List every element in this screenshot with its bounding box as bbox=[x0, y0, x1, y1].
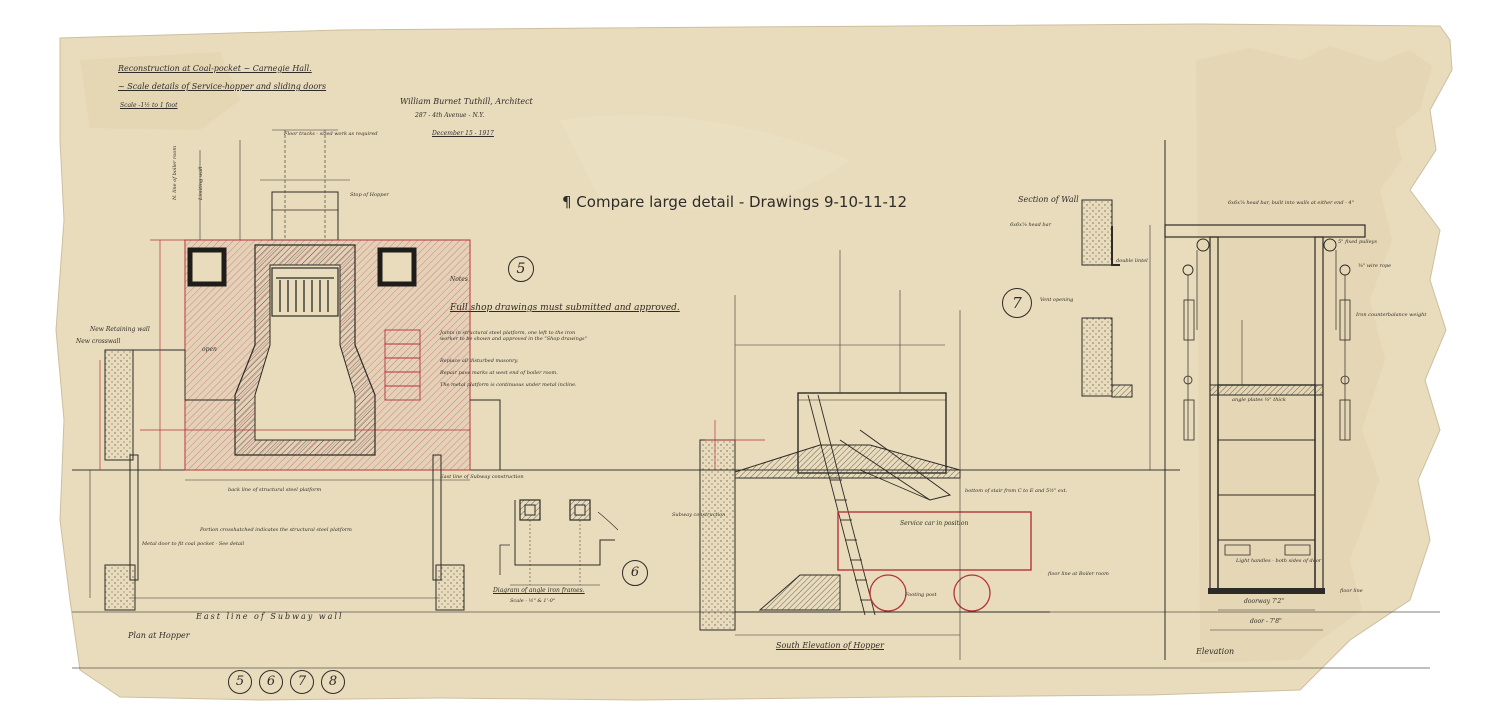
floor-track-note: Floor tracks - sized work as required bbox=[284, 131, 378, 137]
shop-note-item-1: Joints in structural steel platform, one… bbox=[440, 330, 587, 342]
shop-drawings-heading: Full shop drawings must submitted and ap… bbox=[450, 303, 680, 313]
drawing-date: December 15 - 1917 bbox=[432, 130, 494, 137]
service-car-label: Service car in position bbox=[900, 520, 969, 527]
vent-opening-label: Vent opening bbox=[1040, 297, 1074, 303]
architect-address: 287 - 4th Avenue - N.Y. bbox=[415, 112, 485, 119]
portion-note: Portion crosshatched indicates the struc… bbox=[200, 527, 352, 533]
metal-door-note: Metal door to fit coal pocket - See deta… bbox=[142, 541, 245, 547]
paper bbox=[55, 23, 1453, 701]
sheet-marker-5: 5 bbox=[508, 256, 534, 282]
section-of-wall bbox=[1081, 199, 1151, 470]
architect-name: William Burnet Tuthill, Architect bbox=[400, 97, 533, 106]
footer-marker-6: 6 bbox=[259, 670, 283, 694]
compare-note: ¶ Compare large detail - Drawings 9-10-1… bbox=[562, 193, 908, 211]
east-line-subway-construction: East line of Subway construction bbox=[440, 474, 524, 480]
boiler-room-line-note: N. line of boiler room bbox=[172, 145, 178, 200]
section-head-bar-label: 6x6x⅝ head bar bbox=[1010, 222, 1051, 228]
scale-note: Scale -1½ to 1 foot bbox=[120, 102, 178, 109]
right-head-bar-label: 6x6x⅝ head bar, built into walls at eith… bbox=[1228, 200, 1354, 206]
plan-at-hopper-title: Plan at Hopper bbox=[128, 631, 190, 640]
footer-marker-5: 5 bbox=[228, 670, 252, 694]
footer-marker-8: 8 bbox=[321, 670, 345, 694]
bottom-section-label: bottom of stair from C to E and 5½" ext. bbox=[965, 488, 1068, 494]
footer-marker-7: 7 bbox=[290, 670, 314, 694]
right-doorway-label: doorway 7'2" bbox=[1244, 598, 1284, 605]
subway-construction-label: Subway construction bbox=[672, 512, 726, 518]
east-line-subway-wall: East line of Subway wall bbox=[196, 612, 344, 621]
plan-open-label: open bbox=[202, 346, 217, 353]
limiting-wall-note: Limiting wall bbox=[198, 166, 204, 200]
diagram-angle-iron bbox=[499, 499, 619, 586]
south-elevation-title: South Elevation of Hopper bbox=[776, 641, 884, 650]
right-floor-line-label: floor line bbox=[1340, 588, 1363, 594]
plan-at-hopper bbox=[89, 129, 501, 611]
section-of-wall-title: Section of Wall bbox=[1018, 195, 1079, 204]
right-angle-plates-label: angle plates ⅜" thick bbox=[1232, 397, 1286, 403]
shop-note-item-2: Replace all disturbed masonry. bbox=[440, 358, 519, 364]
right-elevation bbox=[1164, 140, 1366, 660]
right-pulley-label: 5" fixed pulleys bbox=[1338, 239, 1377, 245]
sheet-marker-6: 6 bbox=[622, 560, 648, 586]
new-crosswall-label: New crosswall bbox=[76, 338, 121, 345]
right-light-handles-label: Light handles - both sides of door bbox=[1236, 558, 1322, 564]
shop-note-item-4: The metal platform is continuous under m… bbox=[440, 382, 577, 388]
floor-line-boiler-label: floor line at Boiler room bbox=[1048, 571, 1109, 577]
new-retaining-wall-label: New Retaining wall bbox=[90, 326, 150, 333]
elevation-title: Elevation bbox=[1196, 647, 1235, 656]
title-line-1: Reconstruction at Coal-pocket ~ Carnegie… bbox=[118, 64, 312, 73]
footing-post-label: Footing post bbox=[905, 592, 937, 598]
diagram-scale: Scale - ½" & 1'-0" bbox=[510, 598, 556, 604]
diagram-title: Diagram of angle iron frames. bbox=[493, 587, 585, 594]
south-elevation bbox=[699, 250, 1050, 660]
right-door-label: door - 7'8" bbox=[1250, 618, 1282, 625]
sheet-marker-7: 7 bbox=[1002, 288, 1032, 318]
right-counterweight-label: Iron counterbalance weight bbox=[1356, 312, 1427, 318]
title-line-2: ~ Scale details of Service-hopper and sl… bbox=[118, 82, 327, 91]
right-wire-rope-label: ⅜" wire rope bbox=[1358, 263, 1392, 269]
shop-note-item-3: Repair pave marks at west end of boiler … bbox=[440, 370, 558, 376]
double-lintel-label: double lintel bbox=[1116, 258, 1148, 264]
back-line-label: back line of structural steel platform bbox=[228, 487, 322, 493]
stop-of-hopper-note: Stop of Hopper bbox=[350, 192, 389, 198]
plan-notes-label: Notes bbox=[450, 276, 468, 283]
